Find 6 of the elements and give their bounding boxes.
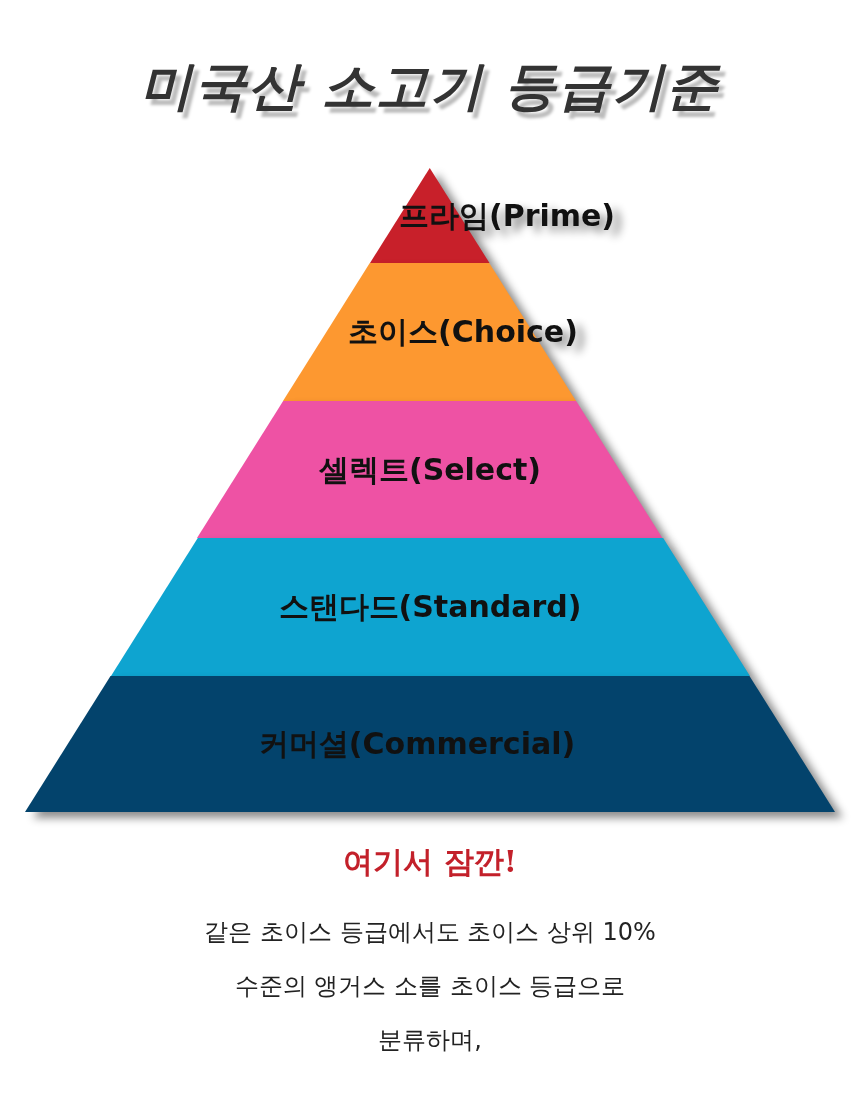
note-text: 같은 초이스 등급에서도 초이스 상위 10% 수준의 앵거스 소를 초이스 등급으로 분류하며, — [203, 917, 657, 1056]
note-heading: 여기서 잠깐! — [342, 843, 518, 881]
title: 미국산 소고기 등급기준 — [138, 55, 722, 118]
tier-label: 셀렉트(Select) — [318, 450, 542, 488]
tier-label: 커머셜(Commercial) — [258, 724, 576, 763]
tier-label: 스탠다드(Standard) — [278, 587, 582, 626]
